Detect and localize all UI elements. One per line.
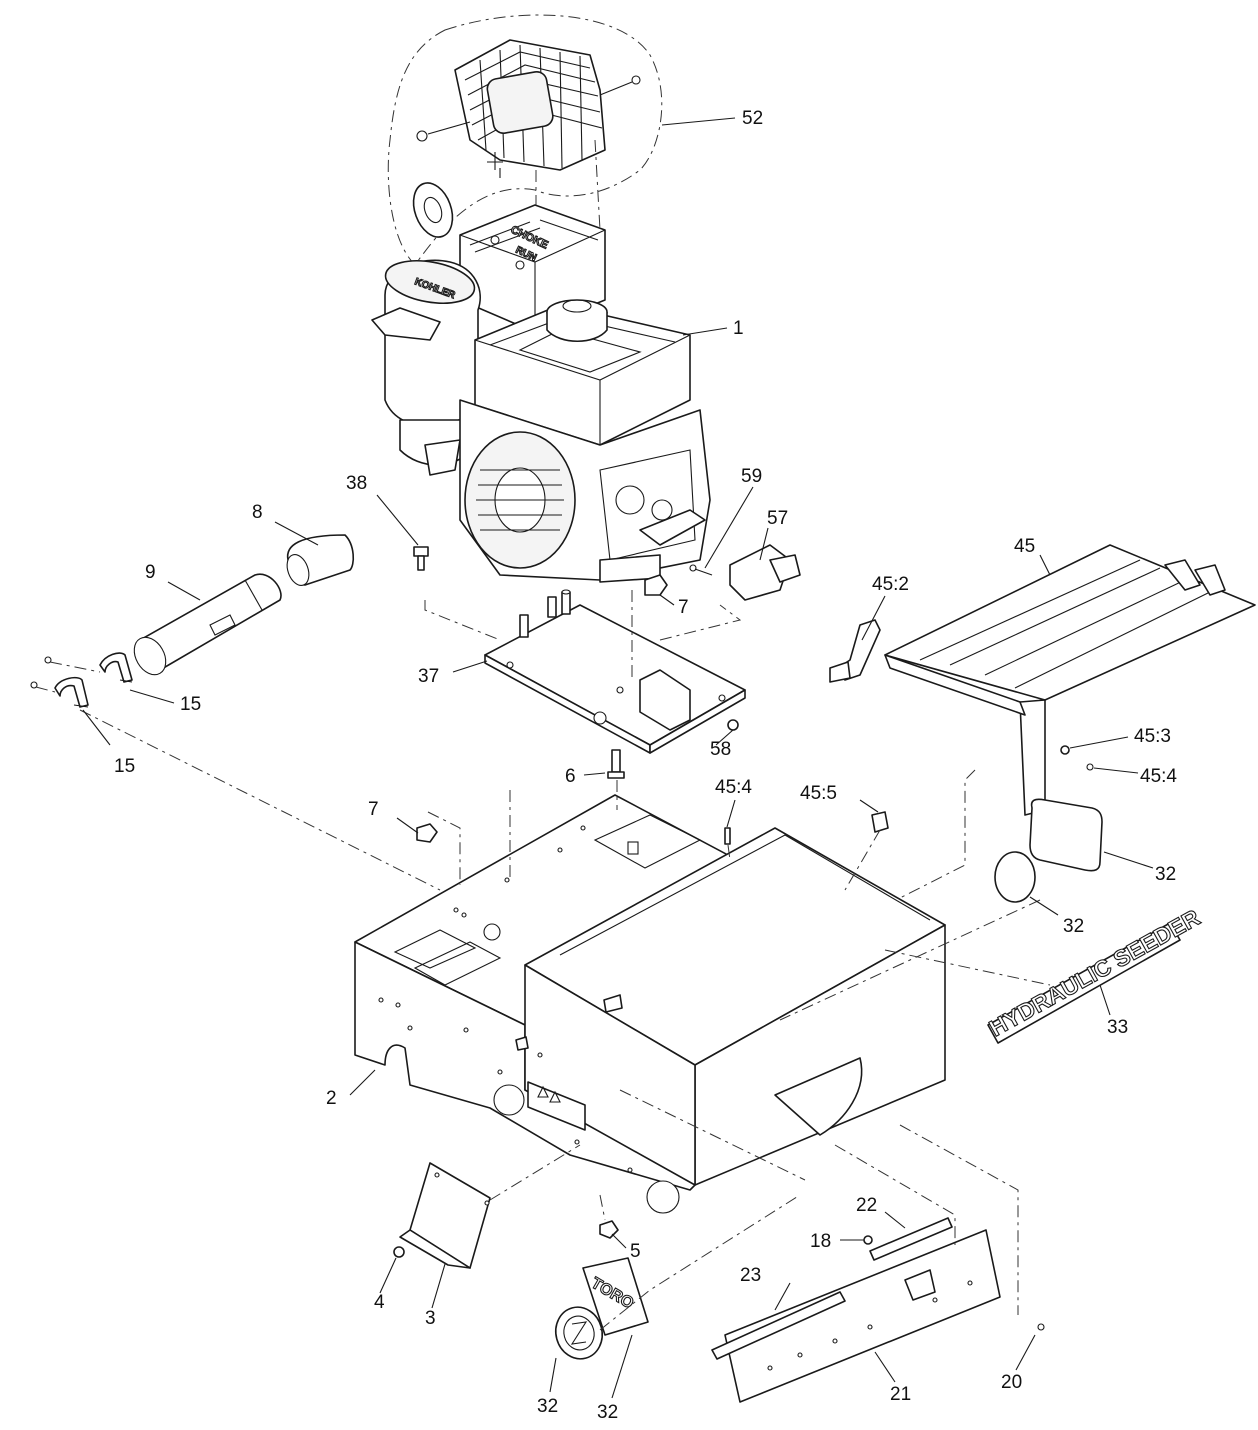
side-panel — [724, 1229, 1001, 1403]
callout-45-5: 45:5 — [800, 783, 837, 804]
leader-lines — [82, 117, 1154, 1399]
callout-45-2: 45:2 — [872, 574, 909, 595]
washer — [727, 719, 739, 731]
callout-8: 8 — [252, 502, 263, 523]
callout-20: 20 — [1001, 1372, 1022, 1393]
panel-screw — [1037, 1323, 1045, 1331]
exhaust-flange — [412, 182, 454, 238]
callout-45-4-hopper: 45:4 — [715, 777, 752, 798]
callout-7-mount: 7 — [678, 597, 689, 618]
round-decal — [994, 851, 1036, 903]
tube-clamp-upper — [99, 652, 133, 683]
rear-decal-rect — [1029, 798, 1103, 872]
callout-32-z-emblem: 32 — [537, 1396, 558, 1417]
callout-9: 9 — [145, 562, 156, 583]
chassis-bolt — [599, 1220, 619, 1239]
skid-bolt — [393, 1246, 405, 1258]
callout-21: 21 — [890, 1384, 911, 1405]
upper-strip — [869, 1217, 953, 1261]
callout-59: 59 — [741, 466, 762, 487]
guard-nut — [416, 130, 428, 142]
hopper-bumper — [871, 811, 889, 833]
callout-32-rect: 32 — [1155, 864, 1176, 885]
clamp-screw-lower — [30, 681, 38, 689]
toro-decal: TORO — [582, 1257, 649, 1336]
voltage-regulator — [729, 544, 801, 601]
callout-15-lower: 15 — [114, 756, 135, 777]
callout-45: 45 — [1014, 536, 1035, 557]
z-emblem-decal — [554, 1306, 604, 1360]
chassis-nut — [416, 823, 438, 843]
callout-32-round: 32 — [1063, 916, 1084, 937]
lid-screw — [1086, 763, 1094, 771]
callout-57: 57 — [767, 508, 788, 529]
clamp-screw-upper — [44, 656, 52, 664]
exhaust-tube — [133, 573, 282, 676]
mount-bolt-lower — [607, 749, 625, 779]
callout-6: 6 — [565, 766, 576, 787]
callout-45-4-lid: 45:4 — [1140, 766, 1177, 787]
hopper-pin — [724, 827, 731, 845]
hopper-lid — [884, 544, 1256, 816]
guard-screw — [631, 75, 641, 85]
mount-nut — [644, 574, 668, 596]
hydraulic-seeder-decal: HYDRAULIC SEEDER — [984, 903, 1205, 1044]
lower-strip — [711, 1291, 846, 1360]
engine-mount-plate — [484, 589, 746, 754]
callout-18: 18 — [810, 1231, 831, 1252]
guard-kit-outline — [387, 14, 663, 266]
mount-bolt — [413, 546, 429, 571]
skid-plate — [399, 1162, 491, 1269]
callout-15-upper: 15 — [180, 694, 201, 715]
callout-37: 37 — [418, 666, 439, 687]
fuel-tank — [474, 299, 691, 446]
callout-45-3: 45:3 — [1134, 726, 1171, 747]
engine-block — [459, 399, 711, 583]
callout-labels: 52 1 38 8 9 59 57 45 45:2 7 37 15 15 58 … — [114, 108, 1177, 1423]
hydraulic-seeder-text: HYDRAULIC SEEDER — [985, 904, 1205, 1042]
callout-7-chassis: 7 — [368, 799, 379, 820]
muffler: CHOKE RUN — [459, 204, 606, 331]
air-cleaner: KOHLER — [371, 259, 481, 476]
regulator-screw — [689, 564, 713, 576]
tube-clamp-lower — [54, 676, 89, 708]
callout-2: 2 — [326, 1088, 337, 1109]
lid-latch — [829, 619, 881, 683]
callout-3: 3 — [425, 1308, 436, 1329]
callout-52: 52 — [742, 108, 763, 129]
callout-1: 1 — [733, 318, 744, 339]
lid-washer — [1060, 745, 1070, 755]
callout-4: 4 — [374, 1292, 385, 1313]
callout-23: 23 — [740, 1265, 761, 1286]
chassis-frame — [354, 794, 946, 1214]
callout-22: 22 — [856, 1195, 877, 1216]
strip-screw — [863, 1235, 873, 1245]
callout-32-toro: 32 — [597, 1402, 618, 1423]
exhaust-coupler — [286, 534, 355, 586]
callout-58: 58 — [710, 739, 731, 760]
callout-5: 5 — [630, 1241, 641, 1262]
callout-38: 38 — [346, 473, 367, 494]
wire-guard — [454, 39, 606, 171]
callout-33: 33 — [1107, 1017, 1128, 1038]
engine-assembly: CHOKE RUN KOHLER — [371, 14, 711, 583]
